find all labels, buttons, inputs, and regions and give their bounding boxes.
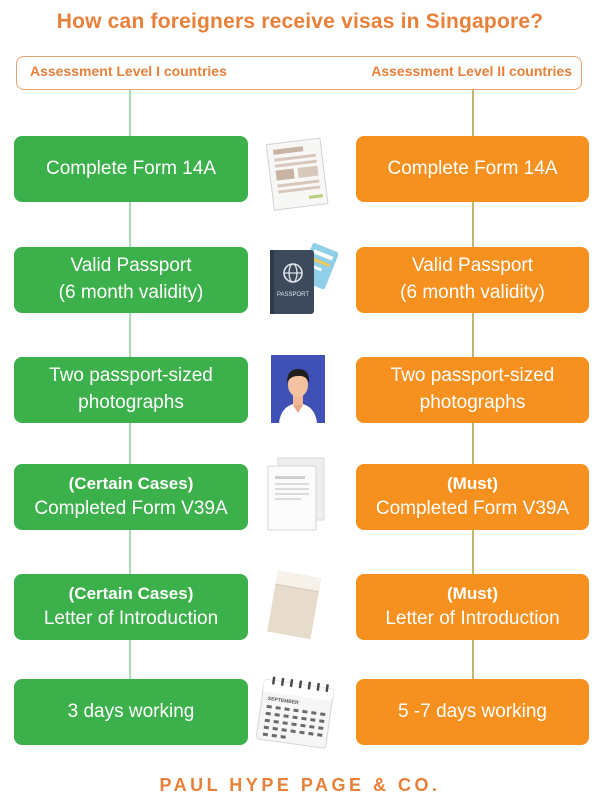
step-text: (6 month validity) bbox=[58, 282, 204, 303]
step-text: photographs bbox=[78, 392, 184, 413]
level-1-step-form-v39a: (Certain Cases) Completed Form V39A bbox=[14, 464, 248, 530]
step-text: Two passport-sized bbox=[49, 365, 213, 387]
step-condition: (Must) bbox=[447, 583, 498, 603]
step-text: photographs bbox=[419, 392, 526, 413]
step-text: Letter of Introduction bbox=[385, 607, 560, 629]
level-2-step-valid-passport: Valid Passport (6 month validity) bbox=[356, 247, 589, 313]
step-text: (6 month validity) bbox=[400, 282, 545, 303]
level-1-step-processing-time: 3 days working bbox=[14, 679, 248, 745]
step-text: Complete Form 14A bbox=[387, 157, 558, 179]
level-1-step-form-14a: Complete Form 14A bbox=[14, 136, 248, 202]
step-text: Completed Form V39A bbox=[34, 497, 228, 519]
step-condition: (Certain Cases) bbox=[68, 583, 194, 603]
letter-icon bbox=[267, 570, 322, 640]
level-2-step-form-v39a: (Must) Completed Form V39A bbox=[356, 464, 589, 530]
step-condition: (Certain Cases) bbox=[68, 473, 194, 493]
passport-icon-label: PASSPORT bbox=[277, 292, 309, 298]
header-bar bbox=[16, 56, 582, 90]
level-2-step-photographs: Two passport-sized photographs bbox=[356, 357, 589, 423]
header-level-2: Assessment Level II countries bbox=[371, 63, 572, 79]
level-1-step-valid-passport: Valid Passport (6 month validity) bbox=[14, 247, 248, 313]
step-text: Completed Form V39A bbox=[375, 497, 570, 519]
level-2-step-processing-time: 5 -7 days working bbox=[356, 679, 589, 745]
page-title: How can foreigners receive visas in Sing… bbox=[56, 10, 544, 33]
papers-icon bbox=[267, 457, 325, 531]
level-1-step-letter-of-introduction: (Certain Cases) Letter of Introduction bbox=[14, 574, 248, 640]
passport-icon: PASSPORT bbox=[270, 242, 338, 314]
step-condition: (Must) bbox=[447, 473, 498, 493]
step-text: Valid Passport bbox=[70, 255, 192, 277]
header-level-1: Assessment Level I countries bbox=[30, 63, 227, 79]
step-text: 5 -7 days working bbox=[398, 700, 547, 722]
level-2-step-letter-of-introduction: (Must) Letter of Introduction bbox=[356, 574, 589, 640]
step-text: Two passport-sized bbox=[390, 365, 555, 387]
step-text: Complete Form 14A bbox=[45, 157, 216, 179]
company-footer: PAUL HYPE PAGE & CO. bbox=[159, 775, 441, 795]
form-document-icon bbox=[265, 137, 329, 211]
step-text: Letter of Introduction bbox=[43, 607, 219, 629]
step-text: 3 days working bbox=[67, 700, 195, 722]
step-text: Valid Passport bbox=[411, 255, 534, 277]
level-1-step-photographs: Two passport-sized photographs bbox=[14, 357, 248, 423]
passport-photo-icon bbox=[271, 355, 325, 423]
level-2-step-form-14a: Complete Form 14A bbox=[356, 136, 589, 202]
calendar-icon-month: SEPTEMBER bbox=[267, 696, 299, 706]
calendar-icon: SEPTEMBER bbox=[256, 676, 334, 749]
